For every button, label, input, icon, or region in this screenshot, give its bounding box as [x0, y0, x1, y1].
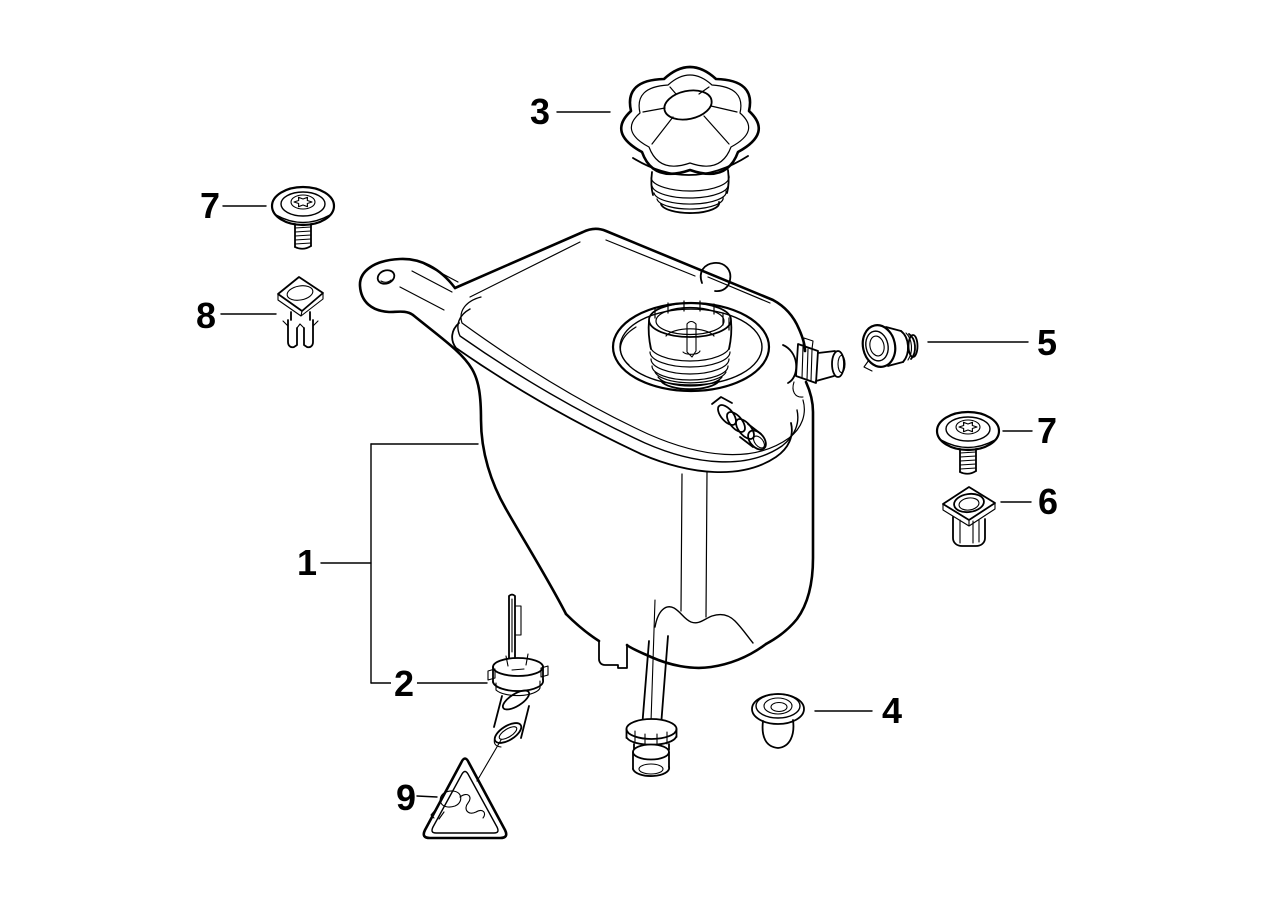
warning-label-drawing — [422, 757, 508, 840]
callout-4-grommet[interactable]: 4 — [881, 690, 903, 731]
callout-5-vent-valve[interactable]: 5 — [1036, 322, 1058, 363]
filler-cap-drawing — [620, 65, 760, 214]
callout-9-warning-label[interactable]: 9 — [395, 777, 417, 818]
callout-7-screw-right[interactable]: 7 — [1036, 410, 1058, 451]
callout-6-expanding-nut[interactable]: 6 — [1037, 481, 1059, 522]
callout-8-expanding-rivet[interactable]: 8 — [195, 295, 217, 336]
callout-2-level-sensor[interactable]: 2 — [390, 666, 418, 702]
electric-plug-icon — [430, 790, 486, 820]
callout-1-tank[interactable]: 1 — [296, 542, 318, 583]
grommet-drawing — [751, 693, 805, 749]
expansion-tank-drawing — [358, 227, 846, 777]
vent-valve-drawing — [861, 324, 919, 372]
callout-3-filler-cap[interactable]: 3 — [529, 91, 551, 132]
leader-lines — [220, 111, 1033, 798]
expanding-nut-drawing — [942, 486, 996, 547]
level-sensor-drawing — [476, 593, 549, 782]
callout-7-screw-left[interactable]: 7 — [199, 185, 221, 226]
expanding-rivet-drawing — [277, 276, 324, 349]
